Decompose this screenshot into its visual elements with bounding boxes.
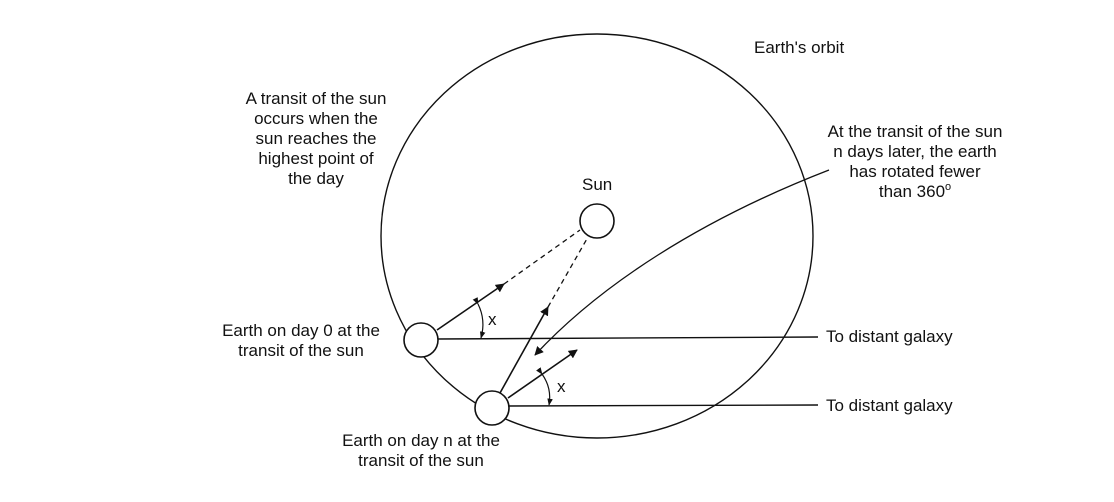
orbit-label: Earth's orbit (754, 38, 845, 57)
galaxy-top-label: To distant galaxy (826, 327, 953, 346)
annotation-leader-curve (534, 169, 830, 356)
earth-day0-line-1: Earth on day 0 at the (222, 321, 380, 340)
angle-arc-dayn (536, 367, 553, 406)
transit-definition-line-3: sun reaches the (255, 129, 377, 148)
sun-direction-day0-dashed (503, 229, 581, 285)
transit-definition-line-1: A transit of the sun (245, 89, 387, 108)
transit-definition-label: A transit of the sun occurs when the sun… (222, 89, 410, 189)
later-transit-line-4: than 360o (800, 182, 1030, 202)
sun-direction-dayn-arrow (499, 306, 549, 394)
later-transit-line-2: n days later, the earth (833, 142, 997, 161)
transit-definition-line-2: occurs when the (254, 109, 378, 128)
later-transit-line-1: At the transit of the sun (827, 122, 1003, 141)
sun-circle (579, 203, 615, 239)
earth-orbit (380, 33, 814, 439)
angle-label-dayn: x (557, 377, 566, 396)
earth-day0-circle (403, 322, 439, 358)
earth-day0-line-2: transit of the sun (238, 341, 364, 360)
earth-dayn-line-2: transit of the sun (358, 451, 484, 470)
earth-dayn-label: Earth on day n at the transit of the sun (318, 431, 524, 471)
transit-definition-line-5: the day (288, 169, 344, 188)
later-transit-label: At the transit of the sun n days later, … (800, 122, 1030, 202)
galaxy-line-top (436, 336, 819, 340)
sun-direction-day0-arrow (436, 283, 505, 331)
angle-label-day0: x (488, 310, 497, 329)
earth-dayn-line-1: Earth on day n at the (342, 431, 500, 450)
angle-arc-day0 (472, 297, 486, 339)
later-transit-line-4-text: than 360 (878, 182, 946, 201)
later-transit-line-3: has rotated fewer (849, 162, 981, 181)
galaxy-bottom-label: To distant galaxy (826, 396, 953, 415)
earth-day0-label: Earth on day 0 at the transit of the sun (206, 321, 396, 361)
transit-definition-line-4: highest point of (258, 149, 374, 168)
galaxy-line-bottom (507, 404, 819, 407)
sun-label: Sun (582, 175, 613, 194)
degree-symbol: o (945, 181, 952, 193)
earth-dayn-circle (474, 390, 510, 426)
sun-direction-dayn-dashed (547, 236, 589, 308)
